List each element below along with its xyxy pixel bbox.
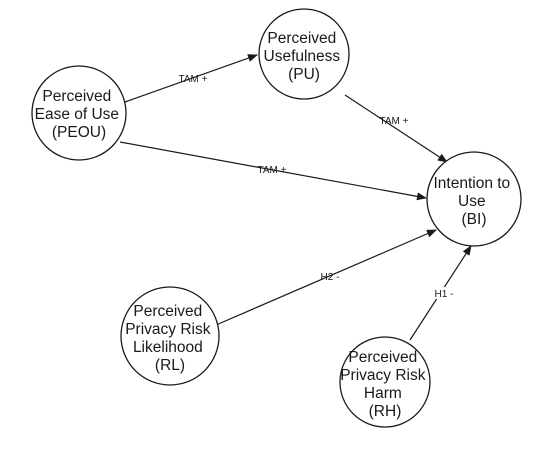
node-pu-line-2: Usefulness	[264, 48, 341, 65]
node-peou-line-3: (PEOU)	[52, 124, 106, 141]
edge-peou-pu: TAM +	[124, 54, 258, 103]
node-pu-line-1: Perceived	[267, 30, 336, 47]
node-pu: Perceived Usefulness (PU)	[258, 8, 350, 100]
node-rl-line-1: Perceived	[133, 303, 202, 320]
node-rh-line-2: Privacy Risk	[340, 367, 426, 384]
edge-peou-bi: TAM +	[119, 141, 427, 201]
node-pu-line-3: (PU)	[288, 66, 320, 83]
node-circle-bi	[426, 151, 522, 247]
node-label-peou: Perceived Ease of Use (PEOU)	[35, 88, 124, 141]
edge-pu-bi: TAM +	[344, 94, 448, 163]
node-rl-line-2: Privacy Risk	[125, 321, 211, 338]
node-rh-line-1: Perceived	[348, 349, 417, 366]
node-bi-line-3: (BI)	[462, 211, 487, 228]
node-circle-rl	[120, 286, 220, 386]
node-label-rh: Perceived Privacy Risk Harm (RH)	[340, 349, 430, 420]
node-label-rl: Perceived Privacy Risk Likelihood (RL)	[125, 303, 215, 374]
node-rh-line-4: (RH)	[369, 403, 402, 420]
arrow-peou-to-bi	[119, 141, 427, 201]
node-rl-line-4: (RL)	[155, 357, 185, 374]
node-rl: Perceived Privacy Risk Likelihood (RL)	[120, 286, 220, 386]
node-rl-line-3: Likelihood	[133, 339, 203, 356]
node-rh-line-3: Harm	[364, 385, 402, 402]
node-bi: Intention to Use (BI)	[426, 151, 522, 247]
node-peou: Perceived Ease of Use (PEOU)	[31, 65, 127, 161]
node-circle-pu	[258, 8, 350, 100]
arrow-peou-to-pu	[124, 54, 258, 103]
node-circle-peou	[31, 65, 127, 161]
edge-label-peou-pu: TAM +	[179, 74, 208, 85]
edge-label-peou-bi: TAM +	[258, 165, 287, 176]
node-circle-rh	[339, 336, 431, 428]
node-label-bi: Intention to Use (BI)	[433, 175, 514, 228]
arrow-pu-to-bi	[344, 94, 448, 163]
edge-label-pu-bi: TAM +	[380, 116, 409, 127]
node-bi-line-1: Intention to	[433, 175, 510, 192]
arrow-rl-to-bi	[215, 229, 437, 326]
edge-label-rl-bi: H2 -	[321, 272, 340, 283]
node-rh: Perceived Privacy Risk Harm (RH)	[339, 336, 431, 428]
edge-rl-bi: H2 -	[215, 229, 437, 326]
edge-label-bg-rh-bi	[430, 287, 458, 299]
edge-label-rh-bi: H1 -	[435, 289, 454, 300]
node-peou-line-1: Perceived	[42, 88, 111, 105]
node-label-pu: Perceived Usefulness (PU)	[264, 30, 345, 83]
edge-rh-bi: H1 -	[409, 245, 472, 341]
node-bi-line-2: Use	[458, 193, 486, 210]
node-peou-line-2: Ease of Use	[35, 106, 119, 123]
